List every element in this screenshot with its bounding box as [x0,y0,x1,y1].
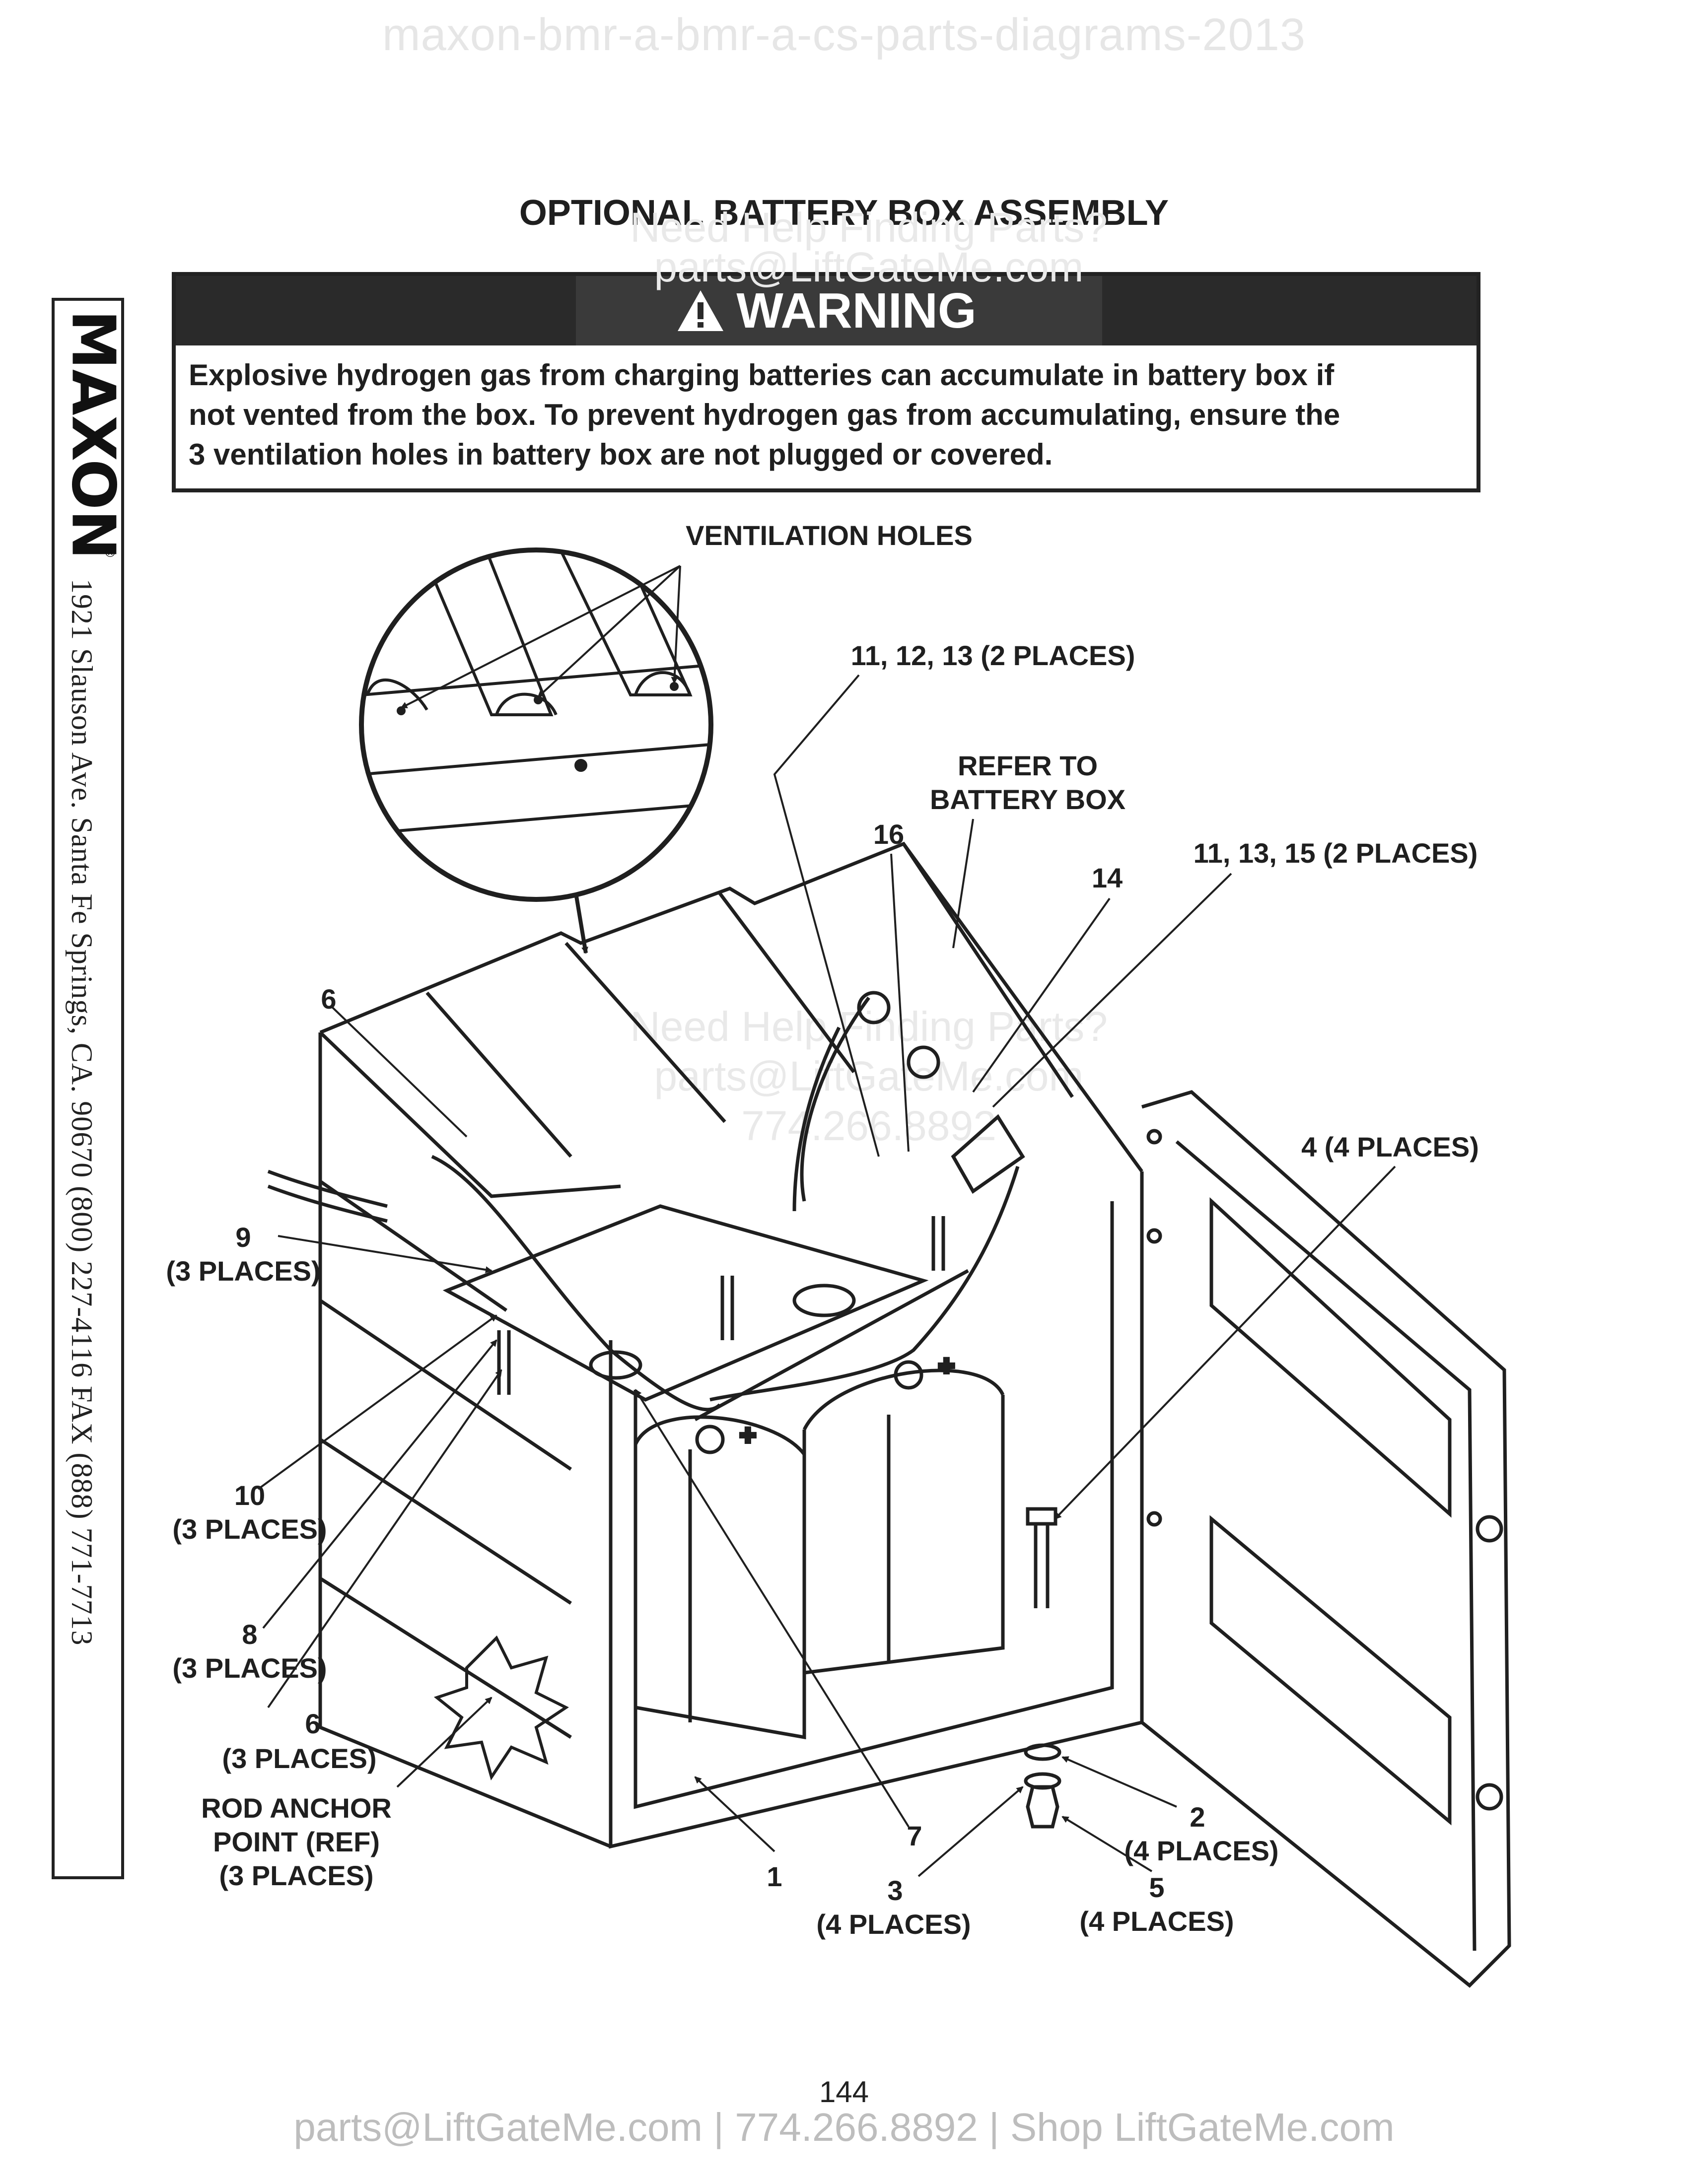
ventilation-detail-circle [359,547,713,902]
watermark-help-text: Need Help Finding Parts? [630,1003,1108,1050]
maxon-logo-text: MAXON [58,311,121,559]
callout-8-places: (3 PLACES) [172,1652,327,1684]
battery-plus-terminal-1: + [740,1419,756,1450]
callout-7: 7 [907,1820,922,1851]
footer-contact: parts@LiftGateMe.com | 774.266.8892 | Sh… [293,2105,1395,2149]
callout-1: 1 [767,1861,782,1892]
warning-line: not vented from the box. To prevent hydr… [189,398,1340,431]
hold-down-bracket [442,1204,945,1402]
callout-rod-anchor-ref: POINT (REF) [213,1826,380,1857]
batteries: + + [633,1269,1005,1740]
callout-battery-box: BATTERY BOX [930,784,1125,815]
battery-cables [267,991,1025,1412]
callout-5: 5 [1149,1872,1164,1903]
callout-9-places: (3 PLACES) [166,1255,320,1287]
callout-rod-anchor: ROD ANCHOR [201,1792,392,1824]
battery-plus-terminal-2: + [938,1350,955,1381]
watermark-phone: 774.266.8892 [741,1102,996,1149]
warning-heading: WARNING [176,276,1477,345]
warning-box: WARNING Explosive hydrogen gas from char… [172,272,1480,492]
callout-rod-anchor-places: (3 PLACES) [219,1860,373,1891]
callout-11-12-13: 11, 12, 13 (2 PLACES) [851,640,1135,671]
callout-8: 8 [242,1619,257,1650]
callout-11-13-15: 11, 13, 15 (2 PLACES) [1194,837,1478,869]
callout-3-places: (4 PLACES) [816,1909,971,1940]
watermark-email: parts@LiftGateMe.com [654,244,1084,290]
page-number: 144 [819,2075,869,2109]
company-address: 1921 Slauson Ave. Santa Fe Springs, CA. … [66,579,98,1646]
sidebar-contact-panel: MAXON ® 1921 Slauson Ave. Santa Fe Sprin… [52,298,124,1879]
page-title: OPTIONAL BATTERY BOX ASSEMBLY [519,193,1169,233]
warning-message: Explosive hydrogen gas from charging bat… [189,355,1470,475]
watermark-email: parts@LiftGateMe.com [654,1053,1084,1099]
callout-6: 6 [305,1708,320,1739]
callout-10: 10 [234,1480,265,1511]
callout-14: 14 [1092,862,1123,893]
warning-header-highlight [576,276,1102,345]
callout-2-places: (4 PLACES) [1124,1835,1278,1866]
callout-3: 3 [887,1875,903,1906]
callout-9: 9 [235,1222,251,1253]
leader-lines [257,565,1396,1877]
callout-6-places: (3 PLACES) [222,1743,376,1774]
callout-5-places: (4 PLACES) [1079,1906,1234,1937]
warning-heading-text: WARNING [736,282,977,339]
warning-line: Explosive hydrogen gas from charging bat… [189,358,1335,392]
watermark-document-name: maxon-bmr-a-bmr-a-cs-parts-diagrams-2013 [382,9,1306,60]
callout-ventilation-holes: VENTILATION HOLES [686,520,973,551]
hardware-bolt [1024,1507,1061,1829]
warning-triangle-icon [678,290,724,331]
callout-10-places: (3 PLACES) [172,1513,327,1545]
callout-6-top: 6 [321,983,336,1015]
watermark-help-text: Need Help Finding Parts? [630,204,1108,251]
battery-box [318,841,1511,1988]
callout-4: 4 (4 PLACES) [1301,1131,1479,1162]
warning-line: 3 ventilation holes in battery box are n… [189,438,1053,471]
maxon-logo: MAXON ® [58,311,121,559]
callout-16: 16 [873,819,904,850]
callout-refer-to: REFER TO [958,750,1098,781]
rod-anchor-point [433,1635,569,1781]
callout-2: 2 [1190,1801,1205,1833]
registered-mark: ® [105,545,116,559]
